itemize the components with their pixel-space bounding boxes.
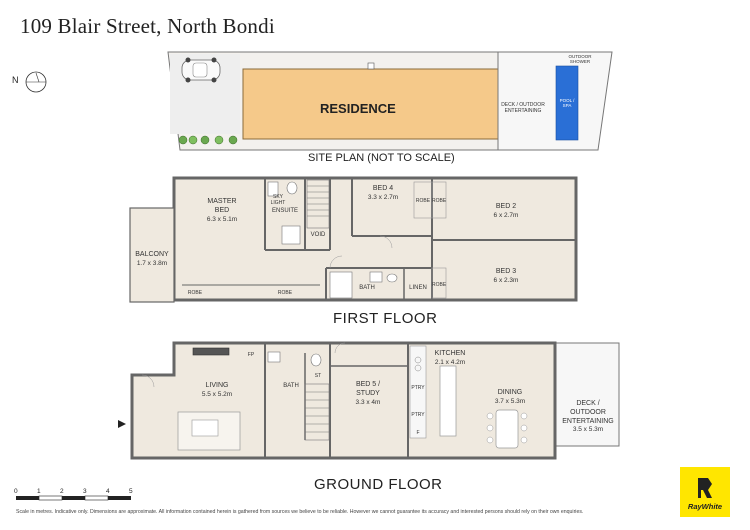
compass-label: N [12,75,19,85]
ff-ensuite-label: ENSUITE [271,208,298,214]
gf-bath-label: BATH [283,383,299,389]
gf-stairs [304,383,330,441]
disclaimer: Scale in metres. Indicative only. Dimens… [16,509,584,515]
ff-robe-label: ROBE [432,198,447,204]
site-outdoor-shower-label: OUTDOOR SHOWER [568,54,592,64]
bed5-name: BED 5 / STUDY [355,381,381,397]
dining-dim: 3.7 x 5.3m [494,397,526,405]
ff-linen-label: LINEN [409,285,427,291]
bed5-dim: 3.3 x 4m [355,398,381,406]
ground-floor-title: GROUND FLOOR [314,476,443,493]
scale-tick-label: 2 [60,488,64,495]
scale-tick-label: 5 [129,488,133,495]
raywhite-logo-icon [698,478,712,498]
gf-bed5-label: BED 5 / STUDY 3.3 x 4m [346,381,390,407]
bed2-dim: 6 x 2.7m [493,211,519,219]
site-plan-title: SITE PLAN (NOT TO SCALE) [308,152,455,164]
site-pool-label: POOL / SPA [559,98,575,108]
ff-balcony [129,207,175,303]
master-bed-dim: 6.3 x 5.1m [206,215,238,223]
fireplace [192,347,230,356]
gf-pantry-label: PTRY [411,412,425,418]
first-floor-plan [129,176,578,303]
living-dim: 5.5 x 5.2m [201,390,233,398]
ff-robe-label: ROBE [432,282,447,288]
scale-tick-label: 0 [14,488,18,495]
ff-stairs [306,179,330,229]
ff-master-bed-label: MASTER BED 6.3 x 5.1m [200,198,244,224]
gf-fridge-label: F [416,430,420,436]
ff-robe-label: ROBE [187,290,203,296]
kitchen-name: KITCHEN [434,350,466,357]
kitchen-dim: 2.1 x 4.2m [434,358,466,366]
compass: N [10,68,50,98]
gf-living-label: LIVING 5.5 x 5.2m [195,382,239,399]
ff-bed2-label: BED 2 6 x 2.7m [484,203,528,220]
ground-floor-plan [118,341,620,460]
ff-robe-label: ROBE [277,290,293,296]
ff-skylight-label: SKY LIGHT [270,194,286,206]
ff-robe-label: ROBE [415,198,431,204]
deck-dim: 3.5 x 5.3m [572,426,604,434]
bed4-dim: 3.3 x 2.7m [367,193,399,201]
scale-bar [16,495,131,501]
ff-bath-label: BATH [359,285,375,291]
site-plan [167,51,613,151]
gf-deck [554,342,620,447]
bed3-dim: 6 x 2.3m [493,276,519,284]
gf-dining-label: DINING 3.7 x 5.3m [488,389,532,406]
entry-arrow-icon [118,420,126,428]
gf-deck-label: DECK / OUTDOOR ENTERTAINING 3.5 x 5.3m [560,400,616,434]
site-deck [497,51,613,151]
pool [555,65,579,141]
scale-tick-label: 1 [37,488,41,495]
bed3-name: BED 3 [495,268,517,275]
balcony-name: BALCONY [135,251,169,258]
ff-bed3-label: BED 3 6 x 2.3m [484,268,528,285]
site-deck-label: DECK / OUTDOOR ENTERTAINING [501,102,545,114]
ff-bed4-label: BED 4 3.3 x 2.7m [358,185,408,202]
car-icon [181,57,221,83]
dining-name: DINING [497,389,523,396]
scale-tick-label: 3 [83,488,87,495]
first-floor-title: FIRST FLOOR [333,310,438,327]
ff-balcony-label: BALCONY 1.7 x 3.8m [130,251,174,268]
site-residence-label: RESIDENCE [320,101,396,116]
gf-fp-label: FP [247,352,255,358]
hedge-icons [178,135,238,145]
gf-kitchen-label: KITCHEN 2.1 x 4.2m [428,350,472,367]
bed2-name: BED 2 [495,203,517,210]
logo-text: RayWhite [687,502,723,511]
balcony-dim: 1.7 x 3.8m [136,259,168,267]
compass-icon [25,71,47,93]
gf-st-label: ST [314,373,322,379]
bed4-name: BED 4 [372,185,394,192]
kitchen-island [439,365,457,437]
scale-tick-label: 4 [106,488,110,495]
gf-pantry-label: PTRY [411,385,425,391]
master-bed-name: MASTER BED [207,198,237,214]
deck-name: DECK / OUTDOOR ENTERTAINING [562,400,614,425]
raywhite-logo: RayWhite [680,467,730,517]
page-title: 109 Blair Street, North Bondi [20,14,275,38]
ff-void-label: VOID [310,232,326,238]
dining-table [495,409,519,449]
living-name: LIVING [205,382,229,389]
kitchen-bench [409,345,427,439]
